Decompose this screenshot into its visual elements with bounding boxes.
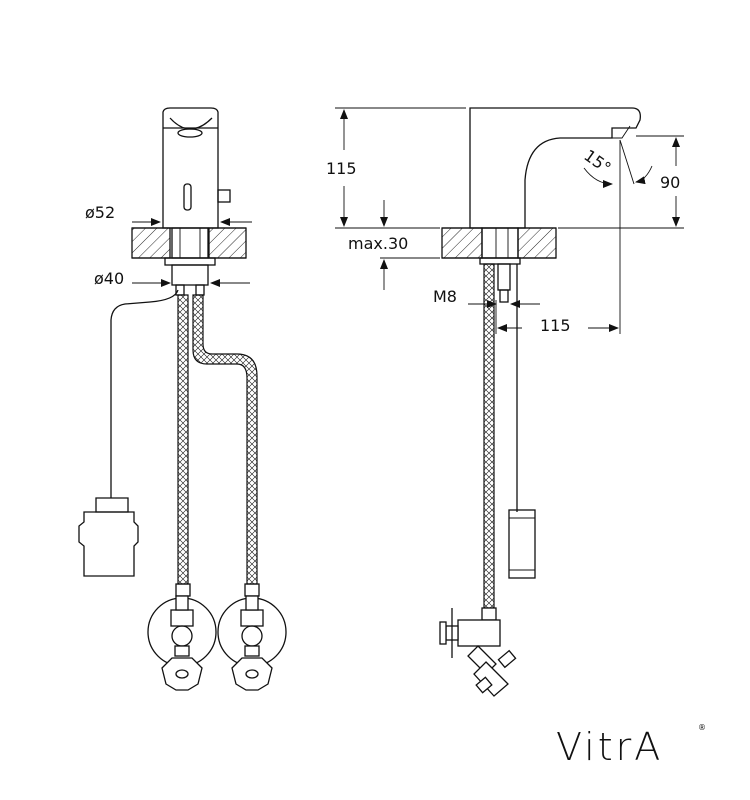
dim-spout-height-90: 90 <box>558 135 684 229</box>
front-left-valve <box>147 583 217 691</box>
front-countertop <box>131 227 247 259</box>
brand-registered-mark: ® <box>698 723 706 732</box>
dim-diameter-40: ø40 <box>94 269 250 288</box>
side-faucet-body <box>469 107 641 229</box>
front-base-diameter-label: ø40 <box>94 269 124 288</box>
side-angle-label: 15° <box>580 146 614 178</box>
front-control-box <box>78 497 139 577</box>
side-shank <box>479 227 521 303</box>
dim-projection-115: 115 <box>495 140 621 335</box>
side-projection-label: 115 <box>540 316 571 335</box>
dim-diameter-52: ø52 <box>85 203 252 226</box>
front-sensor-cable <box>110 289 179 498</box>
side-thread-label: M8 <box>433 287 457 306</box>
side-hose <box>483 263 495 609</box>
brand-name: VitrA <box>556 725 663 769</box>
dim-thread-m8: M8 <box>433 287 540 308</box>
front-view: ø52 ø40 <box>78 107 287 691</box>
brand-logo: VitrA ® <box>556 723 706 769</box>
side-spout-height-label: 90 <box>660 173 680 192</box>
side-height-label: 115 <box>326 159 357 178</box>
front-top-diameter-label: ø52 <box>85 203 115 222</box>
dim-deck-thickness: max.30 <box>348 200 440 290</box>
dim-height-115: 115 <box>326 107 466 229</box>
side-valve <box>439 607 517 697</box>
dim-angle-15: 15° <box>580 139 653 188</box>
front-shank <box>164 227 216 296</box>
front-faucet-body <box>162 107 231 229</box>
front-right-valve <box>217 583 287 691</box>
front-hoses <box>177 294 258 585</box>
side-deck-thickness-label: max.30 <box>348 234 408 253</box>
side-control-box <box>508 264 536 579</box>
side-countertop <box>441 227 557 259</box>
side-view: 115 max.30 M8 115 90 <box>326 107 684 697</box>
